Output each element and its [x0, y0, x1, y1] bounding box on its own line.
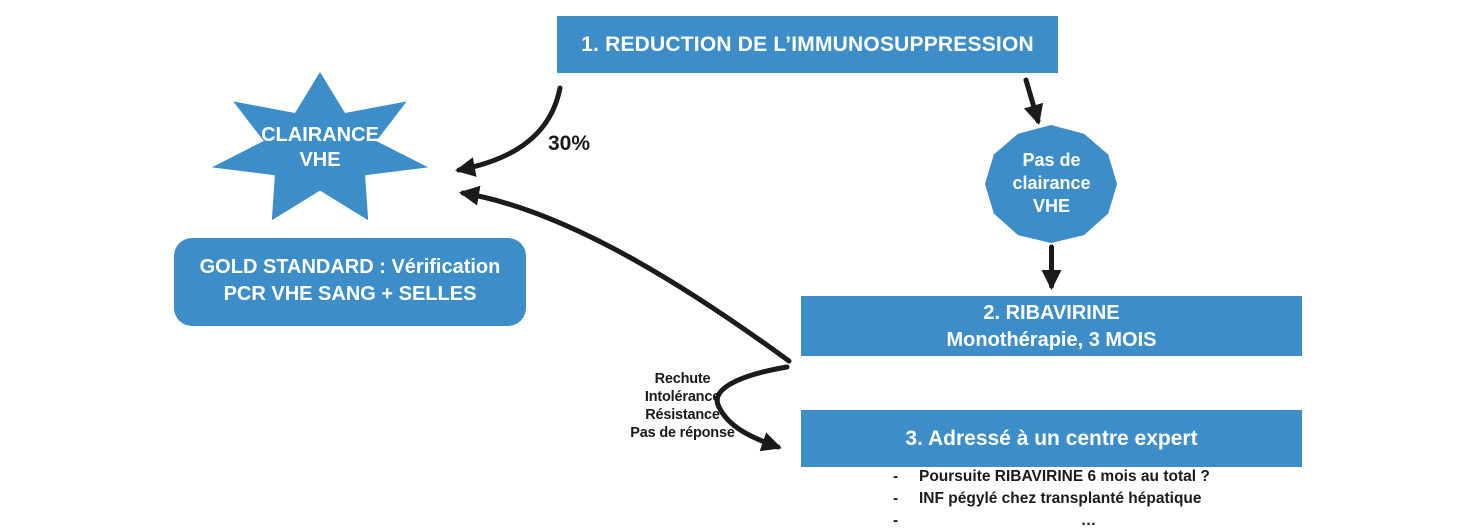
- arrow-step1-to-clairance: [455, 85, 563, 177]
- list-item: - Poursuite RIBAVIRINE 6 mois au total ?: [893, 466, 1258, 488]
- gold-standard-line2: PCR VHE SANG + SELLES: [223, 283, 477, 305]
- expert-option-3: …: [1080, 512, 1097, 529]
- step1-box: 1. REDUCTION DE L’IMMUNOSUPPRESSION: [557, 16, 1058, 73]
- relapse-line-resistance: Résistance: [645, 407, 720, 423]
- arrow-relapse-to-step3: [714, 364, 790, 452]
- clairance-line1: CLAIRANCE: [261, 124, 379, 146]
- step2-box: 2. RIBAVIRINE Monothérapie, 3 MOIS: [801, 296, 1302, 356]
- thirty-percent-label: 30%: [548, 132, 591, 155]
- arrow-step2-to-clairance: [459, 185, 792, 364]
- no-clearance-label: Pas de clairance VHE: [991, 149, 1112, 218]
- dash-bullet: -: [893, 512, 899, 529]
- step2-line1: 2. RIBAVIRINE: [983, 302, 1120, 324]
- arrow-step1-to-no-clearance: [1023, 77, 1044, 125]
- expert-option-2: INF pégylé chez transplanté hépatique: [919, 490, 1202, 507]
- dash-bullet: -: [893, 468, 899, 485]
- no-clearance-line2: clairance: [1012, 173, 1091, 193]
- no-clearance-line3: VHE: [1032, 196, 1070, 216]
- list-item: - INF pégylé chez transplanté hépatique: [893, 488, 1258, 510]
- relapse-line-intolerance: Intolérance: [644, 389, 721, 405]
- step2-line2: Monothérapie, 3 MOIS: [946, 329, 1157, 351]
- step3-label: 3. Adressé à un centre expert: [905, 427, 1198, 450]
- gold-standard-box: GOLD STANDARD : Vérification PCR VHE SAN…: [174, 238, 526, 326]
- step3-box: 3. Adressé à un centre expert: [801, 410, 1302, 467]
- relapse-line-pas-de-reponse: Pas de réponse: [630, 425, 735, 441]
- no-clearance-shape: [985, 125, 1117, 243]
- step1-label: 1. REDUCTION DE L’IMMUNOSUPPRESSION: [581, 33, 1034, 56]
- clairance-star-shape: [211, 72, 429, 221]
- clairance-line2: VHE: [299, 149, 341, 171]
- no-clearance-line1: Pas de: [1022, 150, 1081, 170]
- clairance-star-label: CLAIRANCE VHE: [245, 123, 395, 173]
- expert-options-list: - Poursuite RIBAVIRINE 6 mois au total ?…: [893, 466, 1258, 529]
- dash-bullet: -: [893, 490, 899, 507]
- relapse-annotation: Rechute Intolérance Résistance Pas de ré…: [610, 370, 755, 442]
- expert-option-1: Poursuite RIBAVIRINE 6 mois au total ?: [919, 468, 1210, 485]
- gold-standard-line1: GOLD STANDARD : Vérification: [199, 256, 501, 278]
- relapse-line-rechute: Rechute: [654, 371, 711, 387]
- list-item: - …: [893, 510, 1258, 529]
